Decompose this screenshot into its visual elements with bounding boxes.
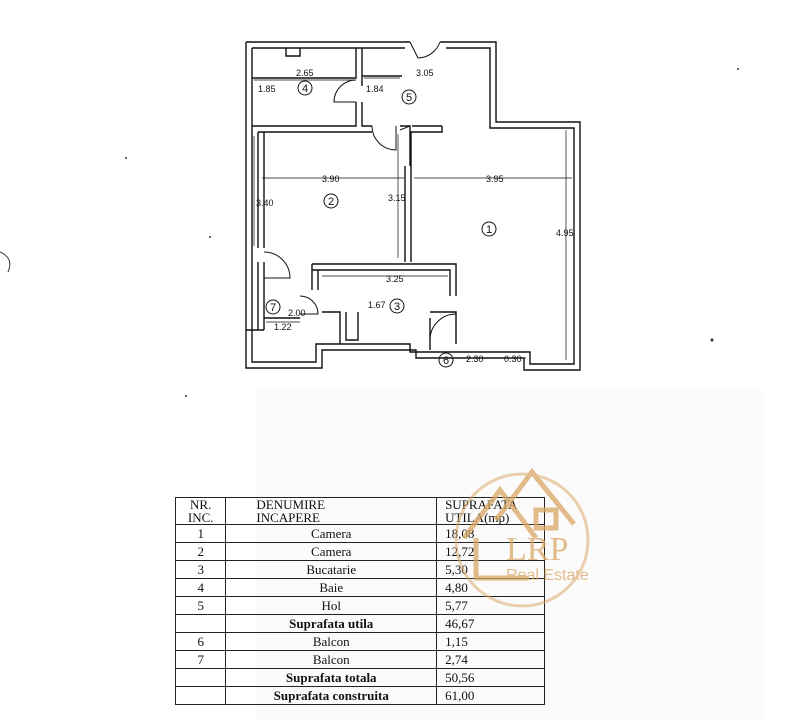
logo-brand: LRP (506, 531, 568, 568)
door-arc-balcony6 (429, 313, 457, 341)
room-number: 5 (406, 92, 412, 104)
logo-subtitle: Real Estate (506, 567, 589, 584)
door-arc-kitchen (299, 295, 319, 315)
kitchen-bottom (322, 311, 359, 344)
table-row: 6 Balcon 1,15 (174, 632, 545, 651)
room2-bottom-wall (257, 131, 372, 248)
dim-label: 0.30 (504, 354, 522, 364)
door-arc-room1 (399, 125, 411, 131)
hall-wall-2 (400, 125, 443, 166)
room-number: 4 (302, 83, 308, 95)
built-area-row: Suprafata construita 61,00 (174, 686, 545, 705)
balcony7-wall (246, 262, 300, 331)
balcony6-wall (429, 311, 457, 350)
dim-label: 1.85 (258, 84, 276, 94)
hall-wall (361, 75, 402, 127)
door-arc-entry (409, 41, 441, 59)
dim-label: 1.84 (366, 84, 384, 94)
house-roof-icon (462, 485, 538, 540)
room-number: 1 (486, 224, 492, 236)
room-number: 2 (328, 196, 334, 208)
door-arc-room2 (371, 125, 397, 151)
table-row: 1 Camera 18,08 (174, 524, 545, 543)
dim-label: 2.30 (466, 354, 484, 364)
room-number: 3 (394, 301, 400, 313)
dim-label: 1.67 (368, 300, 386, 310)
dim-label: 2.00 (288, 308, 306, 318)
dim-label: 1.22 (274, 322, 292, 332)
bath-wall (252, 48, 363, 127)
dim-label: 2.65 (296, 68, 314, 78)
dim-label: 3.05 (416, 68, 434, 78)
dim-label: 4.95 (556, 228, 574, 238)
dim-label: 3.25 (386, 274, 404, 284)
door-arc-balcony7 (263, 251, 291, 279)
dim-label: 3.90 (322, 174, 340, 184)
table-row: 2 Camera 12,72 (174, 542, 545, 561)
divider-wall (404, 132, 412, 262)
room-number: 6 (443, 355, 449, 367)
outer-wall-inner (251, 47, 575, 365)
dim-label: 3.15 (388, 193, 406, 203)
header-nr: NR.INC. (174, 497, 227, 525)
subtotal-row: Suprafata utila 46,67 (174, 614, 545, 633)
table-row: 5 Hol 5,77 (174, 596, 545, 615)
total-row: Suprafata totala 50,56 (174, 668, 545, 687)
floor-plan: 2.65 1.85 1.84 3.05 3.90 3.15 3.40 3.95 … (0, 41, 739, 397)
door-arc-bath (333, 79, 357, 103)
lrp-watermark-logo: LRP Real Estate (454, 467, 590, 608)
room-number: 7 (270, 302, 276, 314)
kitchen-wall (311, 263, 457, 296)
dim-label: 3.95 (486, 174, 504, 184)
table-row: 7 Balcon 2,74 (174, 650, 545, 669)
bath-notch (285, 48, 301, 57)
dim-label: 3.40 (256, 198, 274, 208)
table-row: 4 Baie 4,80 (174, 578, 545, 597)
